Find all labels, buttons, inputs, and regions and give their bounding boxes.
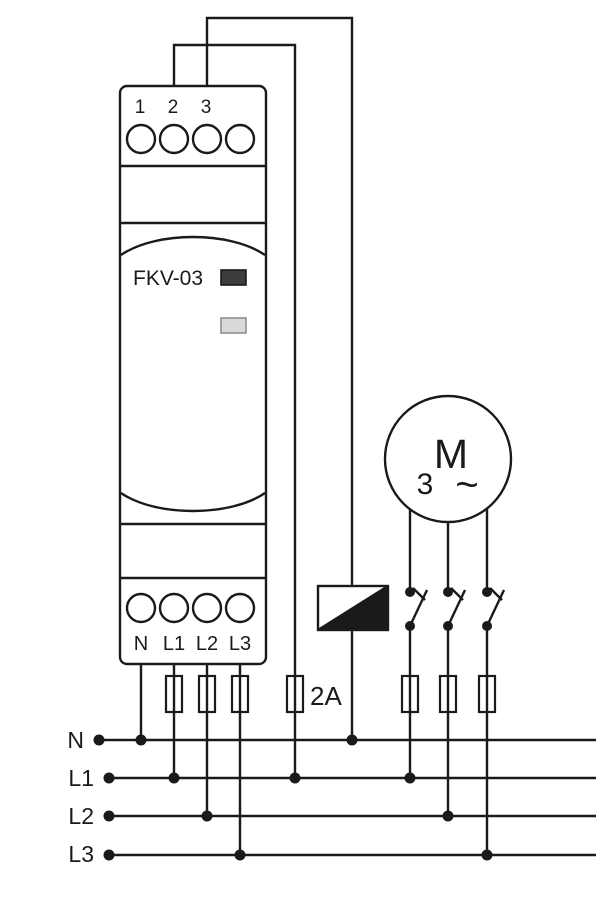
fuse-motor-l2 [438, 674, 458, 714]
fuse-device-l1 [164, 674, 184, 714]
junction-dot [135, 734, 147, 746]
bus-label-n: N [67, 727, 84, 753]
device-housing [118, 84, 268, 666]
terminal-screw [125, 123, 157, 155]
fuse-motor-l1 [400, 674, 420, 714]
junction-dot [168, 772, 180, 784]
housing-curve-bottom [120, 492, 266, 513]
bus-start-dot-l2 [103, 810, 115, 822]
device-model-label: FKV-03 [133, 267, 203, 290]
junction-dot [234, 849, 246, 861]
junction-dot [404, 772, 416, 784]
fuses: 2A [164, 674, 497, 714]
contact-tick [412, 587, 426, 601]
junction-dot [201, 810, 213, 822]
junction-dot [481, 849, 493, 861]
motor-letter: M [434, 431, 468, 477]
terminal-label-l2: L2 [196, 633, 218, 655]
contact-tick [450, 587, 464, 601]
junction-dot [442, 810, 454, 822]
device-module: 1 2 3 FKV-03 N L1 L2 L3 [118, 84, 268, 666]
motor-phase-count: 3 [417, 468, 434, 501]
terminal-screw [125, 592, 157, 624]
terminal-screw [158, 123, 190, 155]
junction-dots [135, 734, 493, 861]
contact-blade [485, 589, 506, 627]
motor-symbol: M 3 ~ [383, 394, 513, 524]
bus-label-l2: L2 [68, 803, 94, 829]
motor-waveform-tilde: ~ [455, 463, 478, 507]
junction-dot [346, 734, 358, 746]
contact-blade [446, 589, 467, 627]
fuse-rating-label: 2A [310, 681, 342, 711]
wire-terminal3-to-coil [205, 16, 354, 586]
fuse-control-2a [285, 674, 305, 714]
bus-label-l1: L1 [68, 765, 94, 791]
junction-dot [289, 772, 301, 784]
terminal-label-1: 1 [135, 97, 146, 118]
contact-terminal-dot [443, 587, 453, 597]
housing-curve-top [120, 235, 266, 256]
terminal-label-l3: L3 [229, 633, 251, 655]
bus-start-dot-n [93, 734, 105, 746]
terminal-label-2: 2 [168, 97, 179, 118]
fuse-device-l3 [230, 674, 250, 714]
terminal-label-n: N [134, 633, 148, 655]
terminal-label-3: 3 [201, 97, 212, 118]
terminal-screw [224, 592, 256, 624]
terminal-screw [191, 123, 223, 155]
supply-buses: N L1 L2 L3 [67, 727, 596, 867]
contactor-contacts [405, 587, 506, 631]
bus-start-dot-l3 [103, 849, 115, 861]
fuse-motor-l3 [477, 674, 497, 714]
led-indicator-top [220, 269, 247, 286]
contact-blade [408, 589, 429, 627]
bus-start-dot-l1 [103, 772, 115, 784]
terminal-screw [191, 592, 223, 624]
led-indicator-bottom [220, 317, 247, 334]
contact-tick [489, 587, 503, 601]
terminal-screw [224, 123, 256, 155]
contact-terminal-dot [482, 587, 492, 597]
terminal-label-l1: L1 [163, 633, 185, 655]
coil-diagonal [317, 584, 389, 632]
contactor-coil [316, 584, 390, 632]
motor-circle [383, 394, 513, 524]
wire-terminal2-to-l1-bus [172, 43, 297, 778]
contact-terminal-dot [405, 587, 415, 597]
fuse-device-l2 [197, 674, 217, 714]
bus-label-l3: L3 [68, 841, 94, 867]
terminal-screw [158, 592, 190, 624]
